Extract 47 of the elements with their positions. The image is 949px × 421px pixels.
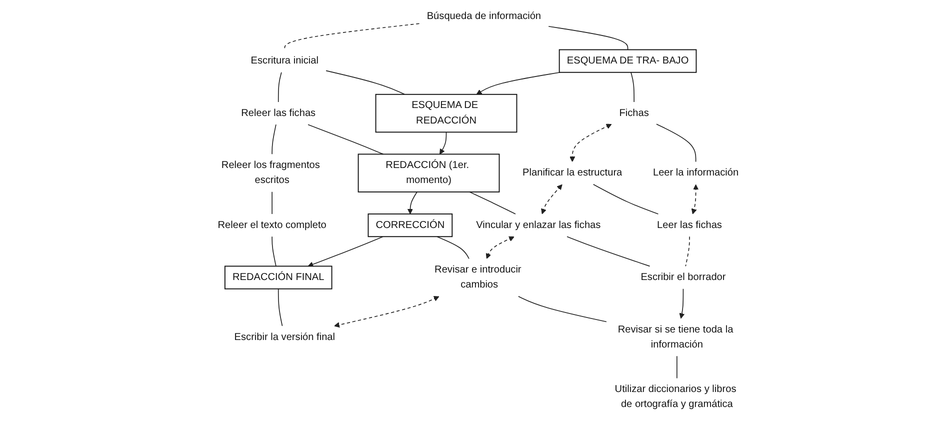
node-text: Revisar e introducir cambios	[434, 264, 522, 290]
arrow	[541, 184, 562, 214]
node-text: Fichas	[619, 108, 649, 118]
node-box: CORRECCIÓN	[368, 213, 453, 238]
arrow	[334, 296, 440, 328]
connector	[656, 124, 696, 162]
node-text: Leer la información	[652, 167, 739, 178]
connector	[548, 26, 628, 50]
node-text: Vincular y enlazar las fichas	[476, 220, 601, 230]
node-text: Leer las fichas	[657, 220, 722, 230]
connector	[469, 192, 516, 214]
connector	[272, 124, 276, 155]
connector	[566, 236, 650, 267]
node-text: Planificar la estructura	[522, 167, 622, 178]
connector	[436, 236, 470, 260]
node-text: Releer los fragmentos escritos	[221, 160, 320, 186]
node-text: Escribir la versión final	[234, 332, 336, 342]
node-text: Revisar si se tiene toda la información	[618, 324, 734, 350]
connector	[284, 23, 420, 50]
connector	[278, 72, 282, 102]
node-box: REDACCIÓN (1er. momento)	[358, 154, 500, 192]
connector	[518, 296, 607, 322]
node-text: Releer las fichas	[241, 108, 316, 118]
connector	[326, 70, 406, 95]
connector	[308, 124, 384, 155]
node-box: REDACCIÓN FINAL	[224, 266, 332, 290]
connector	[676, 356, 678, 379]
arrow	[440, 132, 447, 154]
arrow	[407, 192, 418, 214]
node-text: Escribir el borrador	[640, 272, 726, 283]
connector	[272, 236, 276, 267]
node-text: Releer el texto completo	[218, 220, 326, 230]
node-box: ESQUEMA DE TRA- BAJO	[558, 49, 697, 73]
connector	[592, 184, 659, 214]
node-text: Utilizar diccionarios y libros de ortografía y gramática	[614, 384, 736, 410]
node-box: ESQUEMA DE REDACCIÓN	[375, 94, 518, 133]
arrow	[486, 236, 514, 259]
arrow	[570, 124, 612, 162]
connector	[685, 236, 690, 267]
node-text: Búsqueda de información	[426, 10, 542, 22]
node-text: Escritura inicial	[250, 55, 319, 66]
connector	[630, 72, 634, 102]
arrow	[476, 72, 560, 95]
arrow	[308, 236, 384, 267]
arrow	[691, 184, 699, 214]
connector	[278, 288, 283, 326]
arrow	[679, 288, 685, 319]
